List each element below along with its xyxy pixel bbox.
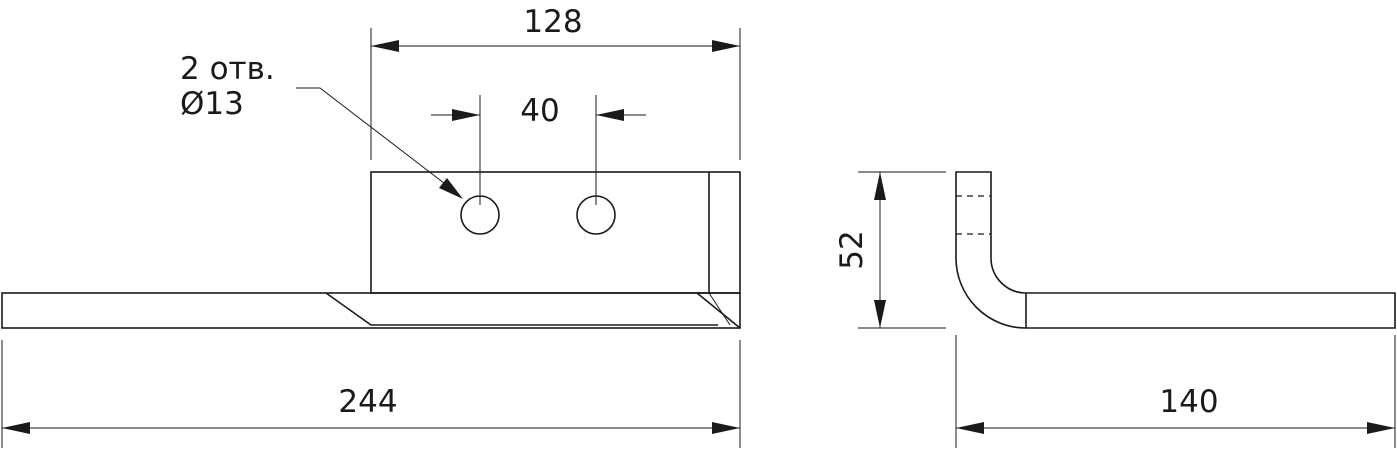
front-base-plate [1, 292, 741, 329]
front-base-chamfer-left [325, 292, 718, 326]
dimension-overall-length: 244 [1, 340, 741, 448]
dimension-label-244: 244 [338, 384, 397, 420]
side-profile-outline [955, 171, 1396, 329]
hole-callout: 2 отв. Ø13 [180, 51, 463, 199]
dimension-side-length: 140 [955, 335, 1396, 448]
front-base-chamfer-inner [708, 292, 731, 326]
side-view [955, 171, 1396, 329]
callout-hole-count: 2 отв. [180, 51, 275, 87]
front-upright-flange [370, 171, 741, 294]
dimension-label-128: 128 [523, 4, 582, 40]
dimension-hole-spacing: 40 [431, 93, 646, 205]
dimension-label-40: 40 [520, 93, 559, 129]
dimension-top-width: 128 [370, 4, 741, 160]
callout-hole-diameter: Ø13 [180, 86, 244, 122]
dimension-label-140: 140 [1159, 384, 1218, 420]
callout-leader-line [296, 87, 454, 191]
front-base-chamfer-right [696, 292, 741, 329]
front-view [1, 171, 741, 329]
dimension-height: 52 [834, 171, 946, 329]
dimension-label-52: 52 [834, 230, 870, 269]
callout-leader-arrow [439, 178, 463, 199]
